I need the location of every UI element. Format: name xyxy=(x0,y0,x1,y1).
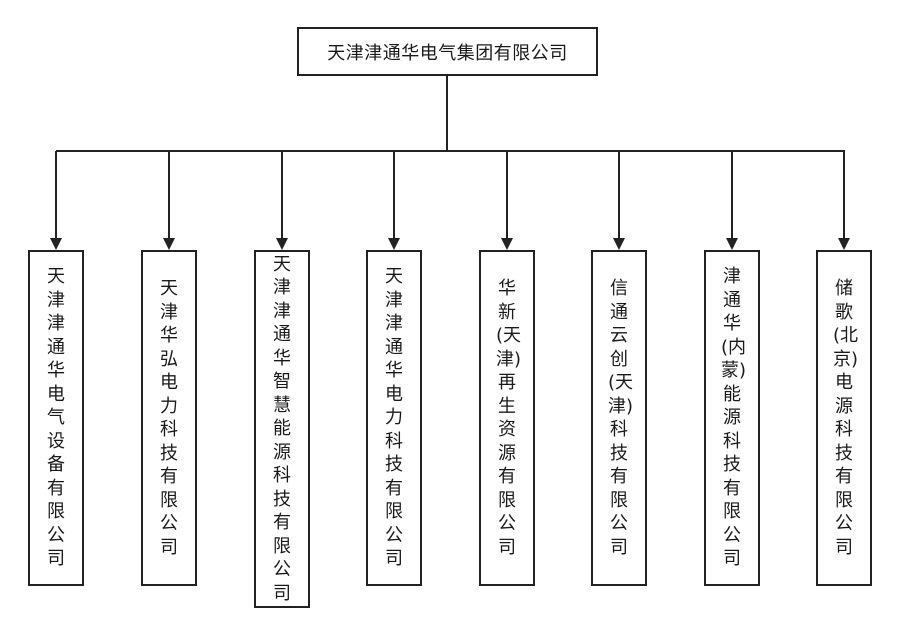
child-node-3: 天 津 津 通 华 智 慧 能 源 科 技 有 限 公 司 xyxy=(254,250,310,608)
child-node-4: 天 津 津 通 华 电 力 科 技 有 限 公 司 xyxy=(366,250,422,586)
child-label-7: 津 通 华 (内 蒙) 能 源 科 技 有 限 公 司 xyxy=(721,266,747,570)
child-node-7: 津 通 华 (内 蒙) 能 源 科 技 有 限 公 司 xyxy=(704,250,760,586)
arrowhead-7 xyxy=(726,238,738,250)
child-label-2: 天 津 华 弘 电 力 科 技 有 限 公 司 xyxy=(160,278,178,558)
child-node-6: 信 通 云 创 (天 津) 科 技 有 限 公 司 xyxy=(591,250,647,586)
child-label-1: 天 津 津 通 华 电 气 设 备 有 限 公 司 xyxy=(47,266,65,570)
child-label-4: 天 津 津 通 华 电 力 科 技 有 限 公 司 xyxy=(385,266,403,570)
child-node-2: 天 津 华 弘 电 力 科 技 有 限 公 司 xyxy=(141,250,197,586)
child-node-1: 天 津 津 通 华 电 气 设 备 有 限 公 司 xyxy=(28,250,84,586)
child-label-3: 天 津 津 通 华 智 慧 能 源 科 技 有 限 公 司 xyxy=(273,253,291,604)
arrowhead-3 xyxy=(276,238,288,250)
child-label-8: 储 歌 (北 京) 电 源 科 技 有 限 公 司 xyxy=(833,278,859,558)
arrowhead-2 xyxy=(163,238,175,250)
arrowhead-4 xyxy=(388,238,400,250)
child-node-8: 储 歌 (北 京) 电 源 科 技 有 限 公 司 xyxy=(816,250,872,586)
root-label: 天津津通华电气集团有限公司 xyxy=(327,42,568,64)
child-label-6: 信 通 云 创 (天 津) 科 技 有 限 公 司 xyxy=(608,278,634,558)
arrowhead-5 xyxy=(501,238,513,250)
arrowhead-1 xyxy=(50,238,62,250)
child-node-5: 华 新 (天 津) 再 生 资 源 有 限 公 司 xyxy=(479,250,535,586)
arrowhead-8 xyxy=(838,238,850,250)
child-label-5: 华 新 (天 津) 再 生 资 源 有 限 公 司 xyxy=(496,278,522,558)
root-node: 天津津通华电气集团有限公司 xyxy=(297,27,598,76)
arrowhead-6 xyxy=(613,238,625,250)
